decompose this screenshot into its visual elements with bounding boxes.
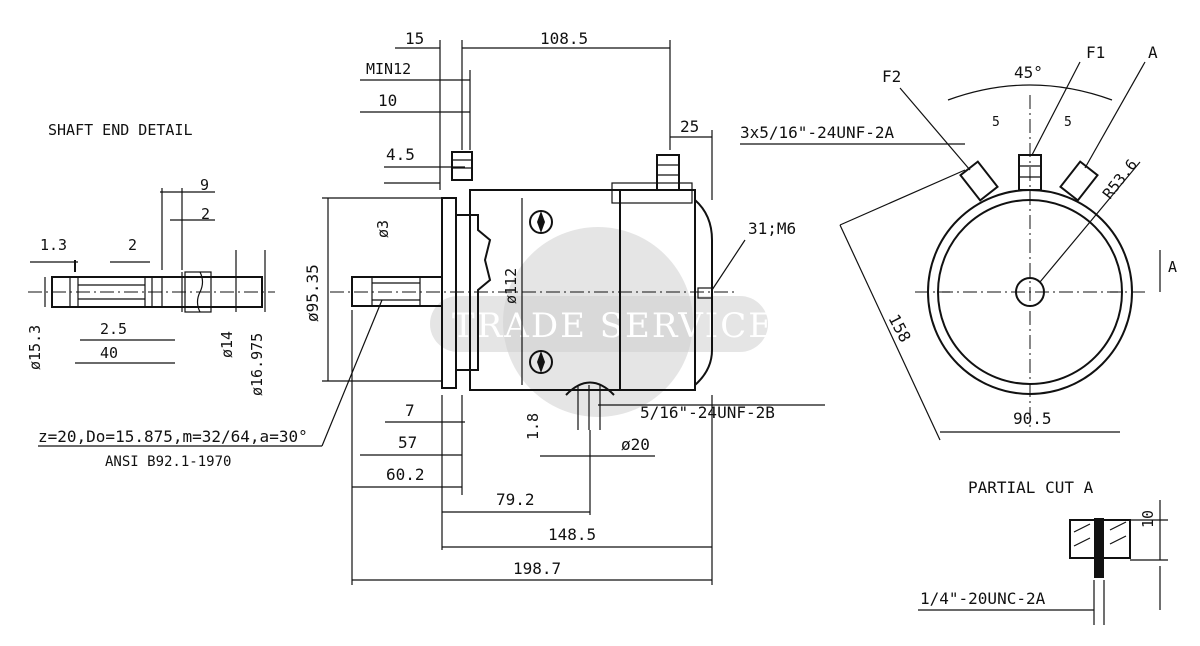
motor-side-view: 15 108.5 MIN12 10 4.5 ø3 ø95.35 ø112 25 … — [303, 29, 825, 585]
svg-text:10: 10 — [378, 91, 397, 110]
spline-spec: z=20,Do=15.875,m=32/64,a=30° — [38, 427, 308, 446]
svg-text:31;M6: 31;M6 — [748, 219, 796, 238]
watermark-text: TRADE SERVICE — [452, 306, 775, 346]
shaft-end-detail: SHAFT END DETAIL 9 2 1.3 2 ø15.3 2.5 40 — [26, 121, 383, 470]
svg-text:ø20: ø20 — [621, 435, 650, 454]
svg-text:F1: F1 — [1086, 43, 1105, 62]
svg-text:A: A — [1148, 43, 1158, 62]
svg-text:R53.6: R53.6 — [1099, 156, 1141, 203]
svg-text:5: 5 — [992, 115, 1000, 130]
svg-text:4.5: 4.5 — [386, 145, 415, 164]
watermark: TRADE SERVICE — [430, 227, 775, 417]
svg-text:1/4"-20UNC-2A: 1/4"-20UNC-2A — [920, 589, 1046, 608]
svg-text:5/16"-24UNF-2B: 5/16"-24UNF-2B — [640, 403, 775, 422]
svg-text:45°: 45° — [1014, 63, 1043, 82]
svg-text:25: 25 — [680, 117, 699, 136]
svg-text:ø16.975: ø16.975 — [248, 333, 266, 396]
svg-text:ø3: ø3 — [374, 220, 392, 238]
svg-text:F2: F2 — [882, 67, 901, 86]
svg-text:2: 2 — [201, 205, 210, 223]
svg-text:2.5: 2.5 — [100, 320, 127, 338]
svg-text:40: 40 — [100, 344, 118, 362]
motor-end-view: F2 F1 A 45° 5 5 3x5/16"-24UNF-2A R53.6 A… — [740, 43, 1177, 441]
shaft-end-title: SHAFT END DETAIL — [48, 121, 193, 139]
terminal-a — [1059, 160, 1099, 202]
svg-text:9: 9 — [200, 176, 209, 194]
partial-cut-a: PARTIAL CUT A 10 1/4"-20UNC-2A — [918, 478, 1168, 625]
ansi-spec: ANSI B92.1-1970 — [105, 454, 231, 470]
svg-text:ø112: ø112 — [502, 268, 520, 304]
svg-text:90.5: 90.5 — [1013, 409, 1052, 428]
motor-body — [469, 189, 696, 391]
svg-text:1.3: 1.3 — [40, 236, 67, 254]
svg-text:158: 158 — [884, 311, 914, 345]
svg-text:ø95.35: ø95.35 — [303, 264, 322, 322]
svg-text:A: A — [1168, 258, 1177, 276]
svg-text:ø15.3: ø15.3 — [26, 325, 44, 370]
svg-text:198.7: 198.7 — [513, 559, 561, 578]
svg-text:5: 5 — [1064, 115, 1072, 130]
terminal-f2 — [959, 160, 999, 202]
svg-text:10: 10 — [1139, 510, 1157, 528]
svg-text:60.2: 60.2 — [386, 465, 425, 484]
mounting-flange — [441, 197, 457, 389]
svg-text:148.5: 148.5 — [548, 525, 596, 544]
svg-text:7: 7 — [405, 401, 415, 420]
svg-text:15: 15 — [405, 29, 424, 48]
svg-text:3x5/16"-24UNF-2A: 3x5/16"-24UNF-2A — [740, 123, 894, 142]
partial-cut-title: PARTIAL CUT A — [968, 478, 1094, 497]
svg-text:79.2: 79.2 — [496, 490, 535, 509]
svg-text:108.5: 108.5 — [540, 29, 588, 48]
svg-text:MIN12: MIN12 — [366, 60, 411, 78]
svg-text:1.8: 1.8 — [524, 413, 542, 440]
svg-text:ø14: ø14 — [218, 331, 236, 358]
svg-text:57: 57 — [398, 433, 417, 452]
svg-text:2: 2 — [128, 236, 137, 254]
terminal-f1 — [1018, 154, 1042, 191]
